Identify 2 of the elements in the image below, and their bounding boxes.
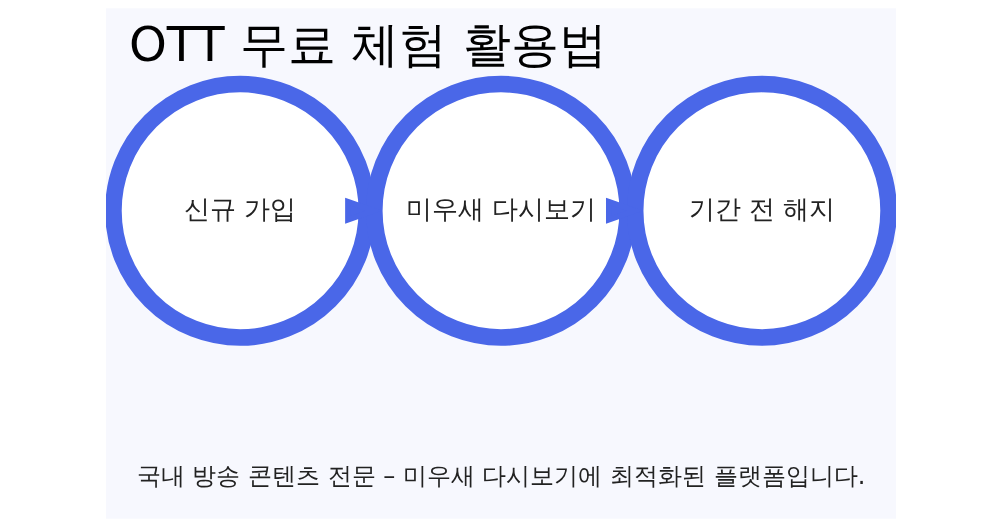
caption: 국내 방송 콘텐츠 전문 – 미우새 다시보기에 최적화된 플랫폼입니다. (136, 462, 866, 491)
diagram-title: OTT 무료 체험 활용법 (128, 16, 607, 73)
